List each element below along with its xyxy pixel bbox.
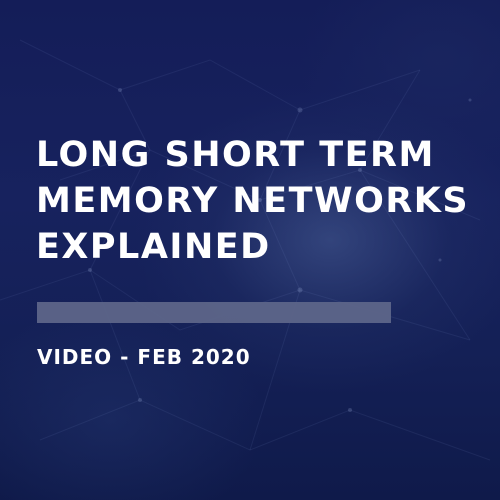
title-line-1: LONG SHORT TERM [36,135,435,175]
page-title: LONG SHORT TERM MEMORY NETWORKS EXPLAINE… [36,132,486,270]
title-line-3: EXPLAINED [36,227,271,267]
media-type-date-label: VIDEO - FEB 2020 [37,345,251,369]
title-divider-bar [37,302,391,323]
title-line-2: MEMORY NETWORKS [36,181,470,221]
